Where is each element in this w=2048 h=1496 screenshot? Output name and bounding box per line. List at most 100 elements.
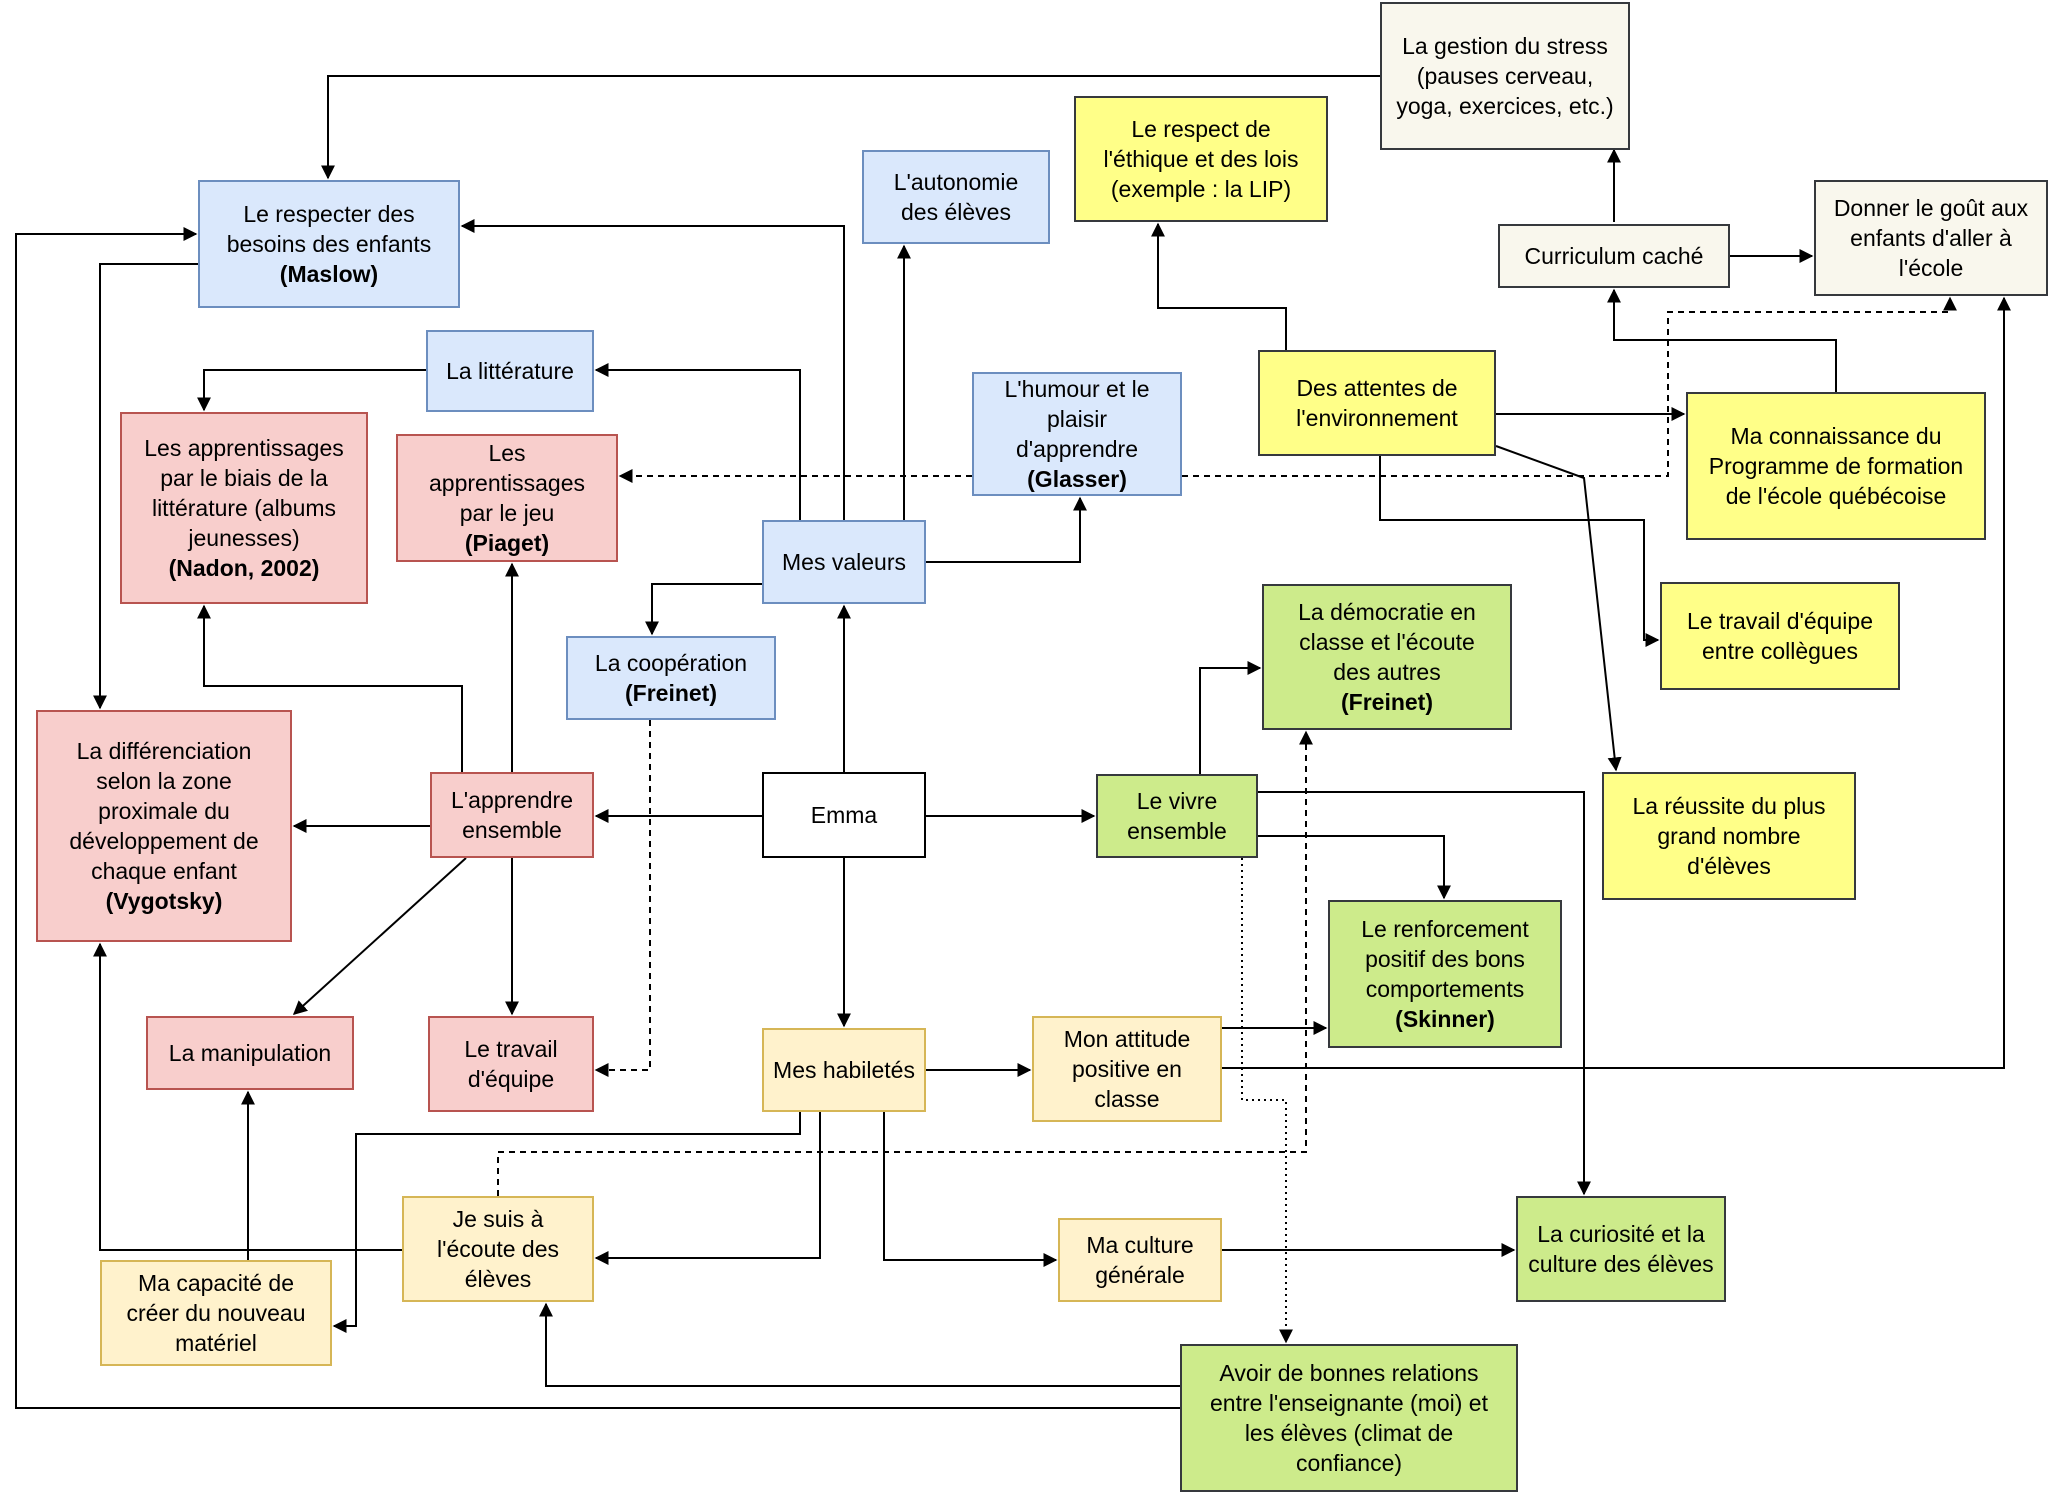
node-text-line: ensemble	[1127, 818, 1227, 844]
edge-stress-maslow	[321, 75, 1380, 180]
node-text-line: yoga, exercices, etc.)	[1396, 93, 1614, 119]
node-text-line: besoins des enfants	[226, 231, 432, 257]
node-autonomie: L'autonomie des élèves	[862, 150, 1050, 244]
node-text-line: Les	[488, 440, 526, 466]
edge-valeurs-maslow	[460, 219, 845, 520]
node-text-line: Avoir de bonnes relations	[1219, 1360, 1479, 1386]
node-emma: Emma	[762, 772, 926, 858]
edge-vivre-renforcement	[1258, 835, 1451, 900]
node-text-line: l'écoute des	[436, 1236, 560, 1262]
node-text-line: positif des bons	[1365, 946, 1525, 972]
node-text-line: l'éthique et des lois	[1103, 146, 1299, 172]
node-text-line: jeunesses)	[188, 525, 300, 551]
node-travail-eq: Le travail d'équipe	[428, 1016, 594, 1112]
node-text-line: entre l'enseignante (moi) et	[1210, 1390, 1488, 1416]
edge-attitude-gout	[1222, 296, 2011, 1069]
node-text-line: (pauses cerveau,	[1416, 63, 1594, 89]
node-text-line: La curiosité et la	[1537, 1221, 1705, 1247]
node-text-line: Mes valeurs	[782, 549, 906, 575]
node-text-line: (exemple : la LIP)	[1110, 176, 1292, 202]
node-culture-gen: Ma culture générale	[1058, 1218, 1222, 1302]
node-text-line: Curriculum caché	[1524, 243, 1704, 269]
edge-valeurs-cooperation	[645, 583, 762, 636]
node-litterature: La littérature	[426, 330, 594, 412]
node-text-line: Programme de formation	[1708, 453, 1964, 479]
node-text-line: des élèves	[901, 199, 1011, 225]
edge-relations-ecoute	[539, 1302, 1180, 1387]
edge-attentes-reussite	[1495, 445, 1622, 772]
node-text-line: Mes habiletés	[773, 1057, 915, 1083]
node-programme: Ma connaissance du Programme de formation…	[1686, 392, 1986, 540]
node-reference: (Skinner)	[1395, 1006, 1495, 1032]
node-cooperation: La coopération (Freinet)	[566, 636, 776, 720]
node-text-line: classe et l'écoute	[1299, 629, 1475, 655]
node-reference: (Nadon, 2002)	[168, 555, 320, 581]
edge-programme-curriculum	[1607, 288, 1837, 392]
node-text-line: créer du nouveau	[126, 1300, 306, 1326]
node-text-line: d'apprendre	[1015, 436, 1139, 462]
node-reference: (Glasser)	[1027, 466, 1127, 492]
node-text-line: d'équipe	[467, 1066, 555, 1092]
node-text-line: L'autonomie	[893, 169, 1019, 195]
node-text-line: les élèves (climat de	[1244, 1420, 1454, 1446]
node-text-line: La coopération	[594, 650, 748, 676]
edge-attentes-ethique	[1151, 222, 1287, 350]
node-text-line: proximale du	[98, 798, 230, 824]
edge-valeurs-litterature	[594, 363, 801, 520]
node-humour: L'humour et le plaisir d'apprendre (Glasser…	[972, 372, 1182, 496]
node-text-line: L'humour et le	[1004, 376, 1150, 402]
node-text-line: plaisir	[1046, 406, 1108, 432]
node-reference: (Freinet)	[625, 680, 717, 706]
edge-litterature-app-litt	[197, 369, 426, 412]
node-stress: La gestion du stress (pauses cerveau, yoga…	[1380, 2, 1630, 150]
node-valeurs: Mes valeurs	[762, 520, 926, 604]
edge-ecoute-differenciation	[93, 942, 402, 1251]
node-text-line: Le travail	[464, 1036, 558, 1062]
node-text-line: Le vivre	[1136, 788, 1218, 814]
node-curriculum: Curriculum caché	[1498, 224, 1730, 288]
node-text-line: Ma capacité de	[138, 1270, 294, 1296]
node-text-line: des autres	[1333, 659, 1441, 685]
node-text-line: Le respecter des	[243, 201, 415, 227]
edge-habiletes-culture-gen	[883, 1112, 1058, 1267]
edge-habiletes-ecoute	[594, 1112, 821, 1265]
edge-vivre-curiosite	[1258, 791, 1591, 1196]
node-ethique: Le respect de l'éthique et des lois (exemp…	[1074, 96, 1328, 222]
edge-humour-gout	[1182, 296, 1957, 477]
node-text-line: La gestion du stress	[1402, 33, 1608, 59]
node-text-line: La différenciation	[76, 738, 252, 764]
edge-relations-maslow	[15, 227, 1180, 1409]
node-reference: (Vygotsky)	[105, 888, 223, 914]
node-text-line: Le respect de	[1131, 116, 1271, 142]
node-text-line: Donner le goût aux	[1833, 195, 2029, 221]
node-text-line: générale	[1095, 1262, 1185, 1288]
node-habiletes: Mes habiletés	[762, 1028, 926, 1112]
node-text-line: de l'école québécoise	[1725, 483, 1947, 509]
edge-habiletes-materiel	[332, 1112, 801, 1333]
node-gout: Donner le goût aux enfants d'aller à l'éco…	[1814, 180, 2048, 296]
edge-vivre-democratie	[1199, 661, 1262, 774]
node-reference: (Piaget)	[464, 530, 550, 556]
edge-attentes-travail-coll	[1379, 456, 1660, 647]
node-text-line: enfants d'aller à	[1850, 225, 2012, 251]
node-text-line: selon la zone	[96, 768, 232, 794]
node-text-line: La démocratie en	[1298, 599, 1476, 625]
node-text-line: entre collègues	[1702, 638, 1858, 664]
node-text-line: par le biais de la	[160, 465, 328, 491]
node-text-line: Ma culture	[1086, 1232, 1194, 1258]
node-text-line: Ma connaissance du	[1730, 423, 1942, 449]
node-text-line: ensemble	[462, 817, 562, 843]
node-text-line: confiance)	[1295, 1450, 1403, 1476]
node-text-line: l'école	[1898, 255, 1964, 281]
